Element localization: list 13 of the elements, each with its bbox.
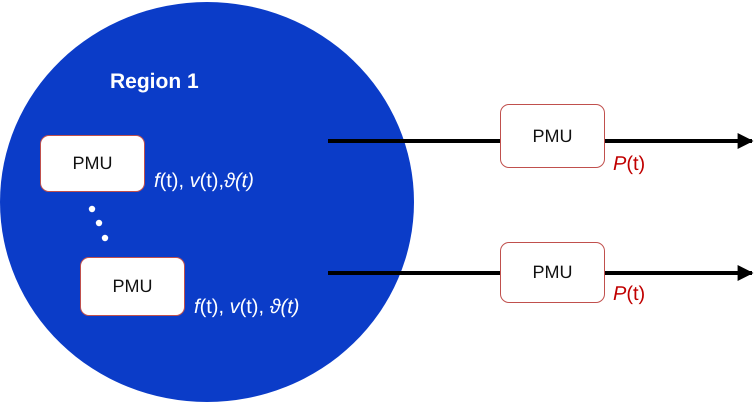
connector-line	[328, 271, 500, 275]
pmu-label: PMU	[532, 262, 572, 283]
signal-label: P(t)	[613, 283, 646, 306]
signal-label: f(t), v(t),ϑ(t)	[154, 170, 254, 193]
pmu-label: PMU	[532, 126, 572, 146]
signal-label: f(t), v(t), ϑ(t)	[194, 296, 300, 319]
pmu-label: PMU	[112, 276, 152, 297]
pmu-label: PMU	[72, 153, 112, 174]
connector-line	[328, 139, 500, 143]
arrow	[605, 265, 754, 281]
arrow	[605, 133, 754, 149]
signal-label: P(t)	[613, 153, 646, 176]
region-label: Region 1	[110, 70, 199, 94]
